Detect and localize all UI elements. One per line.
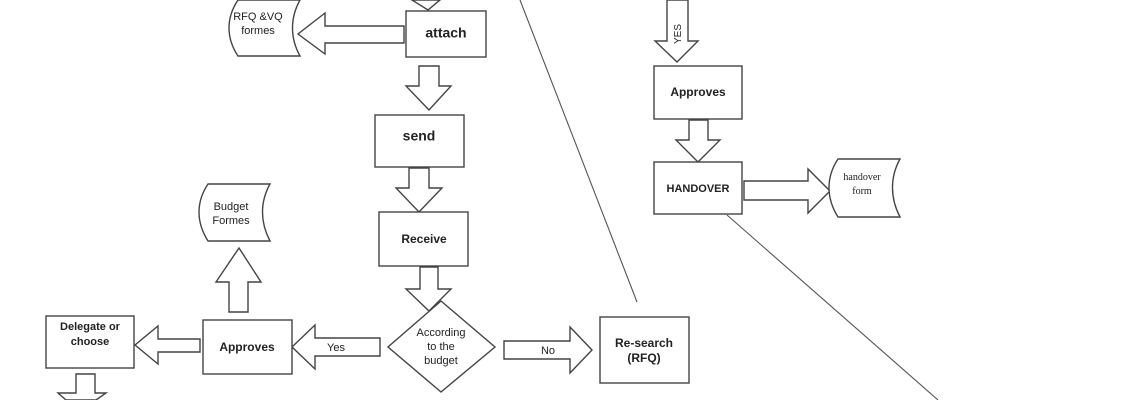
research-rfq-box[interactable]: Re-search (RFQ) — [599, 316, 690, 384]
approves-right-label: Approves — [670, 85, 726, 99]
handover-doc-line2: form — [852, 186, 872, 197]
attach-box[interactable]: attach — [405, 10, 487, 58]
research-line2: (RFQ) — [627, 351, 660, 365]
budget-formes-doc[interactable]: Budget Formes — [198, 183, 272, 242]
yes-left-label: Yes — [327, 342, 345, 354]
research-line1: Re-search — [615, 336, 673, 350]
arrow-decision-yes — [290, 323, 381, 371]
budget-doc-line2: Formes — [212, 215, 250, 227]
send-label: send — [403, 128, 436, 144]
send-box[interactable]: send — [374, 114, 465, 168]
connector-line-research — [519, 0, 638, 303]
arrow-handover-to-form — [743, 167, 831, 215]
handover-doc-line1: handover — [843, 172, 881, 183]
arrow-attach-to-send — [404, 65, 453, 112]
approves-left-label: Approves — [219, 340, 275, 354]
decision-line3: budget — [424, 355, 458, 367]
arrow-approves-to-handover — [674, 119, 722, 163]
decision-line2: to the — [427, 341, 455, 353]
delegate-line1: Delegate or — [60, 321, 121, 333]
yes-vertical-label: YES — [673, 24, 684, 44]
receive-box[interactable]: Receive — [378, 211, 469, 267]
budget-decision-diamond[interactable]: According to the budget — [386, 300, 497, 393]
arrow-delegate-down — [56, 373, 109, 400]
rfq-vq-formes-doc[interactable]: RFQ &VQ formes — [228, 0, 302, 57]
handover-box[interactable]: HANDOVER — [653, 161, 743, 215]
connector-line-handover — [726, 214, 939, 400]
receive-label: Receive — [401, 232, 447, 246]
arrow-approves-to-delegate — [133, 324, 201, 366]
approves-left-box[interactable]: Approves — [202, 319, 293, 375]
rfq-doc-line2: formes — [241, 25, 275, 37]
decision-line1: According — [417, 327, 466, 339]
budget-doc-line1: Budget — [214, 201, 249, 213]
arrow-decision-no — [503, 325, 593, 375]
arrow-receive-to-decision — [404, 266, 453, 312]
handover-label: HANDOVER — [667, 183, 730, 195]
no-label: No — [541, 345, 555, 357]
delegate-or-choose-box[interactable]: Delegate or choose — [45, 315, 135, 369]
arrow-send-to-receive — [394, 167, 444, 214]
delegate-line2: choose — [71, 336, 110, 348]
arrow-yes-down — [653, 0, 700, 63]
handover-form-doc[interactable]: handover form — [828, 158, 902, 218]
arrow-attach-to-rfq — [296, 11, 405, 56]
approves-right-box[interactable]: Approves — [653, 65, 743, 120]
arrow-approves-to-budget — [214, 246, 263, 313]
rfq-doc-line1: RFQ &VQ — [233, 11, 283, 23]
attach-label: attach — [425, 25, 466, 41]
arrow-into-attach — [410, 0, 442, 11]
